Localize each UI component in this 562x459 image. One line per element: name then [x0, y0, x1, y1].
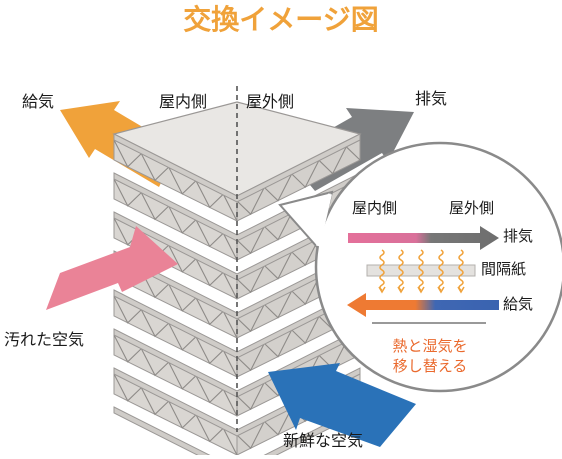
fresh-air-arrow [268, 363, 416, 447]
label-fresh-air: 新鮮な空気 [283, 431, 364, 450]
label-exhaust: 排気 [415, 89, 448, 108]
inner-exhaust-arrow [348, 226, 499, 250]
callout-label-spacer-paper: 間隔紙 [481, 260, 527, 278]
inner-supply-arrow [347, 293, 499, 317]
callout-label-outdoor: 屋外側 [449, 199, 495, 217]
callout-label-indoor: 屋内側 [352, 199, 398, 217]
label-outdoor: 屋外側 [246, 92, 295, 111]
label-dirty-air: 汚れた空気 [4, 330, 85, 349]
label-supply: 給気 [22, 92, 55, 111]
page-title: 交換イメージ図 [183, 3, 379, 36]
callout-note-line1: 熱と湿気を [392, 337, 468, 355]
heat-moisture-transfer-lines [378, 249, 465, 294]
dirty-air-arrow [46, 226, 178, 310]
callout-label-exhaust: 排気 [503, 227, 534, 245]
callout-label-supply: 給気 [503, 295, 534, 313]
callout-note-line2: 移し替える [392, 357, 468, 375]
label-indoor: 屋内側 [159, 92, 208, 111]
callout-note: 熱と湿気を 移し替える [384, 336, 476, 376]
